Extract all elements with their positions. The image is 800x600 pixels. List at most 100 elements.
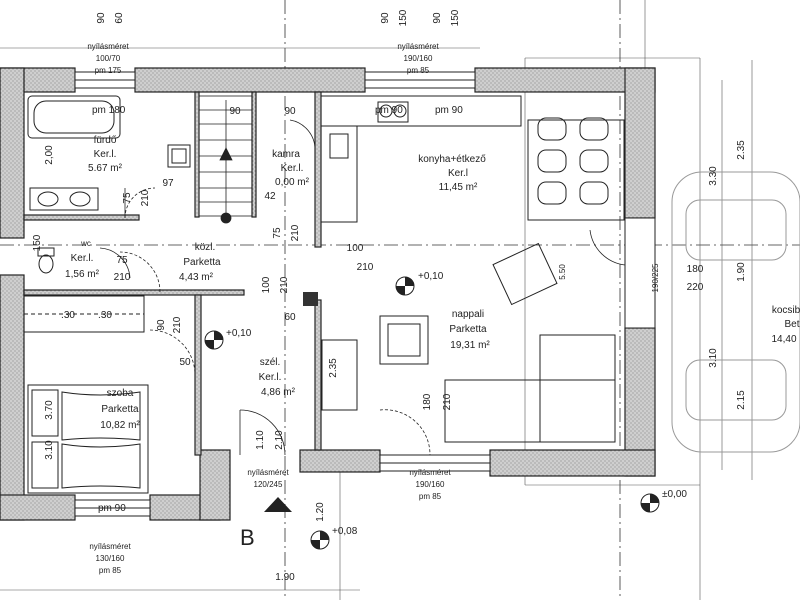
- dim-top-90c: 90: [432, 12, 443, 24]
- sofa: [444, 242, 616, 443]
- dim-235a: 2.35: [328, 358, 339, 378]
- opening-5-title: nyílásméret: [89, 542, 131, 551]
- dim-190b: 1.90: [736, 262, 747, 282]
- dim-330: 3.30: [708, 166, 719, 186]
- room-nappali-area: 19,31 m²: [450, 340, 490, 351]
- vertical-dimension-numbers: 90 60 90 150 90 150 2,00 75 210 150 75 2…: [32, 9, 747, 522]
- room-wc-floor: Ker.l.: [71, 253, 94, 264]
- windows: [74, 71, 656, 517]
- dim-top-150a: 150: [398, 9, 409, 26]
- room-kocsi-floor: Bet: [784, 319, 799, 330]
- toilet-icon: [37, 247, 55, 274]
- dim-top-60: 60: [114, 12, 125, 24]
- opening-1-title: nyílásméret: [87, 42, 129, 51]
- dim-150: 150: [32, 234, 43, 251]
- dim-190-225: 190/225: [651, 263, 660, 292]
- dim-60: 60: [284, 312, 296, 323]
- dim-75c: 75: [116, 255, 128, 266]
- dim-30a: .30: [61, 310, 75, 321]
- label-pm90-b: pm 90: [435, 105, 463, 116]
- label-pm180: pm 180: [92, 105, 126, 116]
- dim-75a: 75: [122, 192, 133, 204]
- dim-top-90a: 90: [96, 12, 107, 24]
- dim-97: 97: [162, 178, 174, 189]
- column: [303, 292, 318, 306]
- room-wc-name: wc: [80, 239, 91, 248]
- opening-4-title: nyílásméret: [409, 468, 451, 477]
- room-szel-floor: Ker.l.: [259, 372, 282, 383]
- dim-210h: 2.10: [274, 430, 285, 450]
- room-furdo-name: fürdő: [94, 135, 117, 146]
- dim-30b: .30: [98, 310, 112, 321]
- opening-5-pm: pm 85: [99, 566, 122, 575]
- dim-210c: 210: [114, 272, 131, 283]
- shower-icon: [167, 144, 191, 168]
- room-szel-area: 4,86 m²: [261, 387, 296, 398]
- dim-50: 50: [179, 357, 191, 368]
- room-konyha-area: 11,45 m²: [439, 182, 478, 193]
- opening-5-size: 130/160: [96, 554, 125, 563]
- bed: [27, 384, 149, 494]
- section-marker: [264, 497, 292, 512]
- room-szoba-area: 10,82 m²: [100, 420, 140, 431]
- elevation-1: +0,10: [418, 271, 444, 282]
- dim-550: 5.50: [558, 264, 567, 280]
- opening-labels: nyílásméret 100/70 pm 175 nyílásméret 19…: [87, 42, 451, 575]
- room-nappali-floor: Parketta: [449, 324, 487, 335]
- walls: [0, 67, 656, 521]
- room-kozl-area: 4,43 m²: [179, 272, 214, 283]
- room-szoba-floor: Parketta: [101, 404, 139, 415]
- coffee-table: [379, 315, 429, 365]
- dim-90b: 90: [284, 106, 296, 117]
- label-pm90-a: pm 90: [375, 105, 403, 116]
- dining-table: [527, 117, 625, 221]
- misc-labels: pm 180 pm 90 pm 90 pm 90 +0,10 +0,10 ±0,…: [92, 105, 687, 550]
- dim-310b: 3.10: [708, 348, 719, 368]
- wardrobe: [23, 295, 145, 333]
- room-konyha-floor: Ker.l: [448, 168, 468, 179]
- dim-90a: 90: [229, 106, 241, 117]
- opening-2-title: nyílásméret: [397, 42, 439, 51]
- dim-310a: 3.10: [44, 440, 55, 460]
- dim-200: 2,00: [44, 145, 55, 165]
- dim-210f: 210: [172, 316, 183, 333]
- opening-2-size: 190/160: [404, 54, 433, 63]
- label-pm90-c: pm 90: [98, 503, 126, 514]
- bathtub: [27, 95, 121, 139]
- opening-4-size: 190/160: [416, 480, 445, 489]
- room-kamra-floor: Ker.l.: [281, 163, 304, 174]
- dim-215: 2.15: [736, 390, 747, 410]
- dim-370: 3.70: [44, 400, 55, 420]
- section-label: B: [240, 525, 255, 550]
- car-outline: [671, 171, 800, 453]
- dim-120: 1.20: [315, 502, 326, 522]
- dim-235b: 2.35: [736, 140, 747, 160]
- room-kocsi-name: kocsib: [772, 305, 800, 316]
- dim-210a: 210: [140, 189, 151, 206]
- room-kocsi-area: 14,40: [771, 334, 796, 345]
- dim-100b: 100: [261, 276, 272, 293]
- opening-3-size: 120/245: [254, 480, 283, 489]
- opening-4-pm: pm 85: [419, 492, 442, 501]
- room-kamra-name: kamra: [272, 149, 300, 160]
- room-labels: fürdő Ker.l. 5.67 m² kamra Ker.l. 0,00 m…: [65, 135, 800, 431]
- dim-210g: 210: [442, 393, 453, 410]
- room-nappali-name: nappali: [452, 309, 484, 320]
- room-szel-name: szél.: [260, 357, 281, 368]
- room-konyha-name: konyha+étkező: [418, 154, 486, 165]
- dim-210e: 210: [279, 276, 290, 293]
- doors: [99, 119, 626, 456]
- dim-75b: 75: [272, 227, 283, 239]
- room-furdo-floor: Ker.l.: [94, 149, 117, 160]
- washbasin-icon: [29, 187, 99, 211]
- opening-3-title: nyílásméret: [247, 468, 289, 477]
- room-szoba-name: szoba: [107, 388, 134, 399]
- dim-220: 220: [687, 282, 704, 293]
- opening-2-pm: pm 85: [407, 66, 430, 75]
- stairs: [198, 95, 253, 224]
- elevation-3: ±0,00: [662, 489, 687, 500]
- dim-180b: 180: [687, 264, 704, 275]
- room-kozl-floor: Parketta: [183, 257, 221, 268]
